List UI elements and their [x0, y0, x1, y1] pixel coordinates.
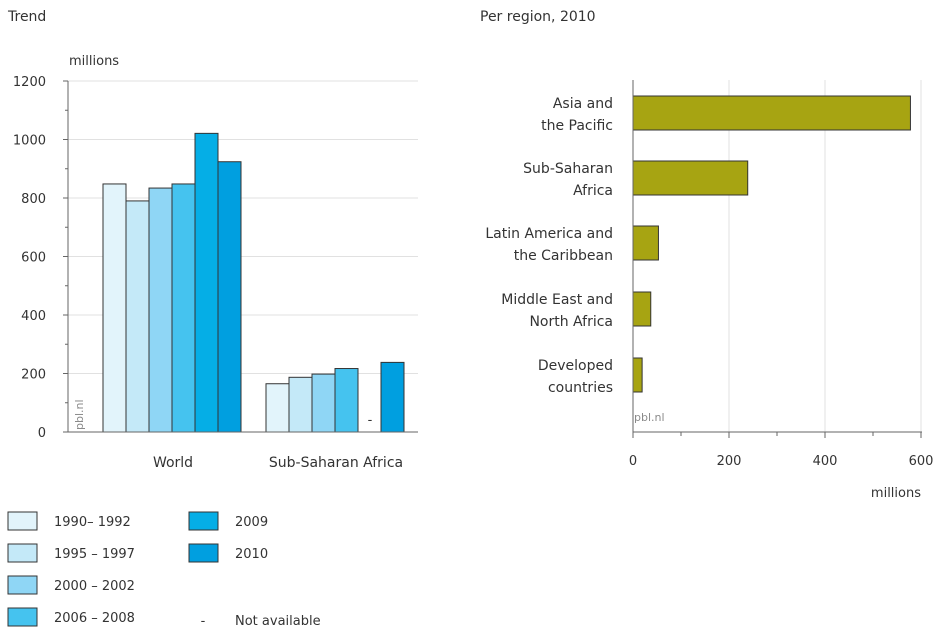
trend-bar [265, 383, 290, 433]
region-category-label: Latin America and [485, 226, 613, 242]
region-category-label: the Caribbean [514, 248, 613, 264]
legend-label: 2006 – 2008 [54, 611, 135, 626]
trend-y-ticks: 0 200 400 600 800 1000 1200 [13, 75, 68, 441]
trend-y-tick-label: 0 [38, 426, 46, 441]
region-category-label: Sub-Saharan [523, 161, 613, 177]
trend-category-labels: World Sub-Saharan Africa [153, 455, 403, 471]
trend-y-tick-label: 1000 [13, 134, 46, 149]
region-category-label: the Pacific [541, 118, 613, 134]
trend-y-tick-label: 800 [21, 192, 46, 207]
region-bar [632, 225, 659, 261]
region-category-labels: Asia and the PacificSub-SaharanAfricaLati… [485, 96, 613, 396]
trend-credit: pbl.nl [73, 399, 86, 430]
region-x-tick-label: 600 [909, 454, 934, 469]
legend: 1990– 1992 1995 – 1997 2000 – 2002 2006 – 2… [7, 511, 321, 629]
legend-swatch [7, 511, 38, 531]
trend-bar [380, 361, 405, 433]
region-x-unit: millions [871, 486, 921, 501]
legend-label: 1995 – 1997 [54, 547, 135, 562]
legend-label: 2010 [235, 547, 268, 562]
trend-bar [288, 376, 313, 433]
trend-category-label: World [153, 455, 193, 471]
legend-swatch [7, 543, 38, 563]
region-bar [632, 357, 643, 393]
region-bar [632, 160, 749, 196]
region-x-tick-label: 400 [813, 454, 838, 469]
legend-label: 2009 [235, 515, 268, 530]
region-bar [632, 291, 652, 327]
trend-bar [125, 200, 150, 433]
trend-bar [102, 183, 127, 433]
legend-swatch [7, 575, 38, 595]
legend-swatch [188, 543, 219, 563]
legend-label: 2000 – 2002 [54, 579, 135, 594]
trend-bar [194, 132, 219, 433]
trend-bar [171, 183, 196, 433]
region-x-ticks: 0 200 400 600 [629, 432, 934, 469]
region-category-label: countries [548, 380, 613, 396]
trend-bars [102, 132, 405, 433]
region-credit: pbl.nl [634, 411, 665, 424]
legend-swatch [188, 511, 219, 531]
trend-title: Trend [7, 9, 46, 25]
region-category-label: Developed [538, 358, 613, 374]
region-category-label: Asia and [553, 96, 613, 112]
trend-category-label: Sub-Saharan Africa [269, 455, 403, 471]
trend-y-unit: millions [69, 54, 119, 69]
region-bars [632, 95, 911, 393]
trend-bar [148, 187, 173, 433]
trend-bar [311, 373, 336, 433]
legend-label: 1990– 1992 [54, 515, 131, 530]
region-bar [632, 95, 911, 131]
trend-bar [217, 161, 242, 433]
trend-y-tick-label: 600 [21, 251, 46, 266]
region-category-label: Africa [573, 183, 613, 199]
not-available-marker: - [368, 413, 373, 428]
trend-bar [334, 368, 359, 433]
region-title: Per region, 2010 [480, 9, 596, 25]
trend-y-tick-label: 200 [21, 368, 46, 383]
region-x-tick-label: 200 [717, 454, 742, 469]
legend-na-label: Not available [235, 614, 321, 629]
region-gridlines [728, 80, 922, 432]
region-chart: Per region, 2010 0 200 400 600 Asia and the … [480, 9, 933, 501]
trend-y-tick-label: 1200 [13, 75, 46, 90]
trend-y-tick-label: 400 [21, 309, 46, 324]
legend-swatch [7, 607, 38, 627]
region-category-label: Middle East and [501, 292, 613, 308]
region-category-label: North Africa [529, 314, 613, 330]
region-x-tick-label: 0 [629, 454, 637, 469]
trend-chart: Trend millions 0 200 400 600 800 1000 1200 Wor… [7, 9, 418, 471]
legend-na-symbol: - [201, 614, 206, 629]
